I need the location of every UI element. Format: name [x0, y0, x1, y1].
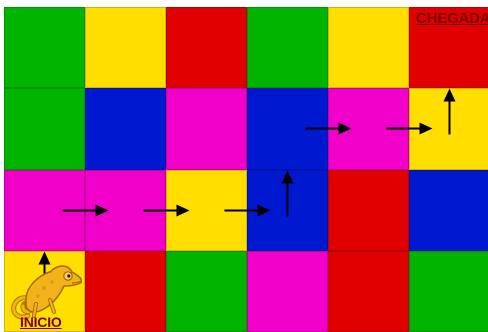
board-cell-r2-c2[interactable] [166, 170, 247, 251]
board-cell-r2-c0[interactable] [4, 170, 85, 251]
board-cell-r3-c1[interactable] [85, 251, 166, 332]
board-cell-r1-c3[interactable] [247, 88, 328, 170]
board-cell-r2-c1[interactable] [85, 170, 166, 251]
board-cell-r0-c3[interactable] [247, 7, 328, 88]
board-cell-r3-c5[interactable] [409, 251, 488, 332]
board-cell-r2-c4[interactable] [328, 170, 409, 251]
board-cell-r2-c3[interactable] [247, 170, 328, 251]
board-cell-r1-c5[interactable] [409, 88, 488, 170]
finish-label: CHEGADA [416, 10, 488, 27]
board-cell-r3-c4[interactable] [328, 251, 409, 332]
board-cell-r0-c4[interactable] [328, 7, 409, 88]
board-cell-r2-c5[interactable] [409, 170, 488, 251]
board-cell-r0-c0[interactable] [4, 7, 85, 88]
board-cell-r1-c1[interactable] [85, 88, 166, 170]
board-cell-r1-c2[interactable] [166, 88, 247, 170]
board-cell-r1-c4[interactable] [328, 88, 409, 170]
board-cell-r3-c2[interactable] [166, 251, 247, 332]
board-cell-r0-c1[interactable] [85, 7, 166, 88]
board-cell-r0-c2[interactable] [166, 7, 247, 88]
start-label: INICIO [20, 314, 62, 330]
board-cell-r1-c0[interactable] [4, 88, 85, 170]
board-cell-r3-c3[interactable] [247, 251, 328, 332]
